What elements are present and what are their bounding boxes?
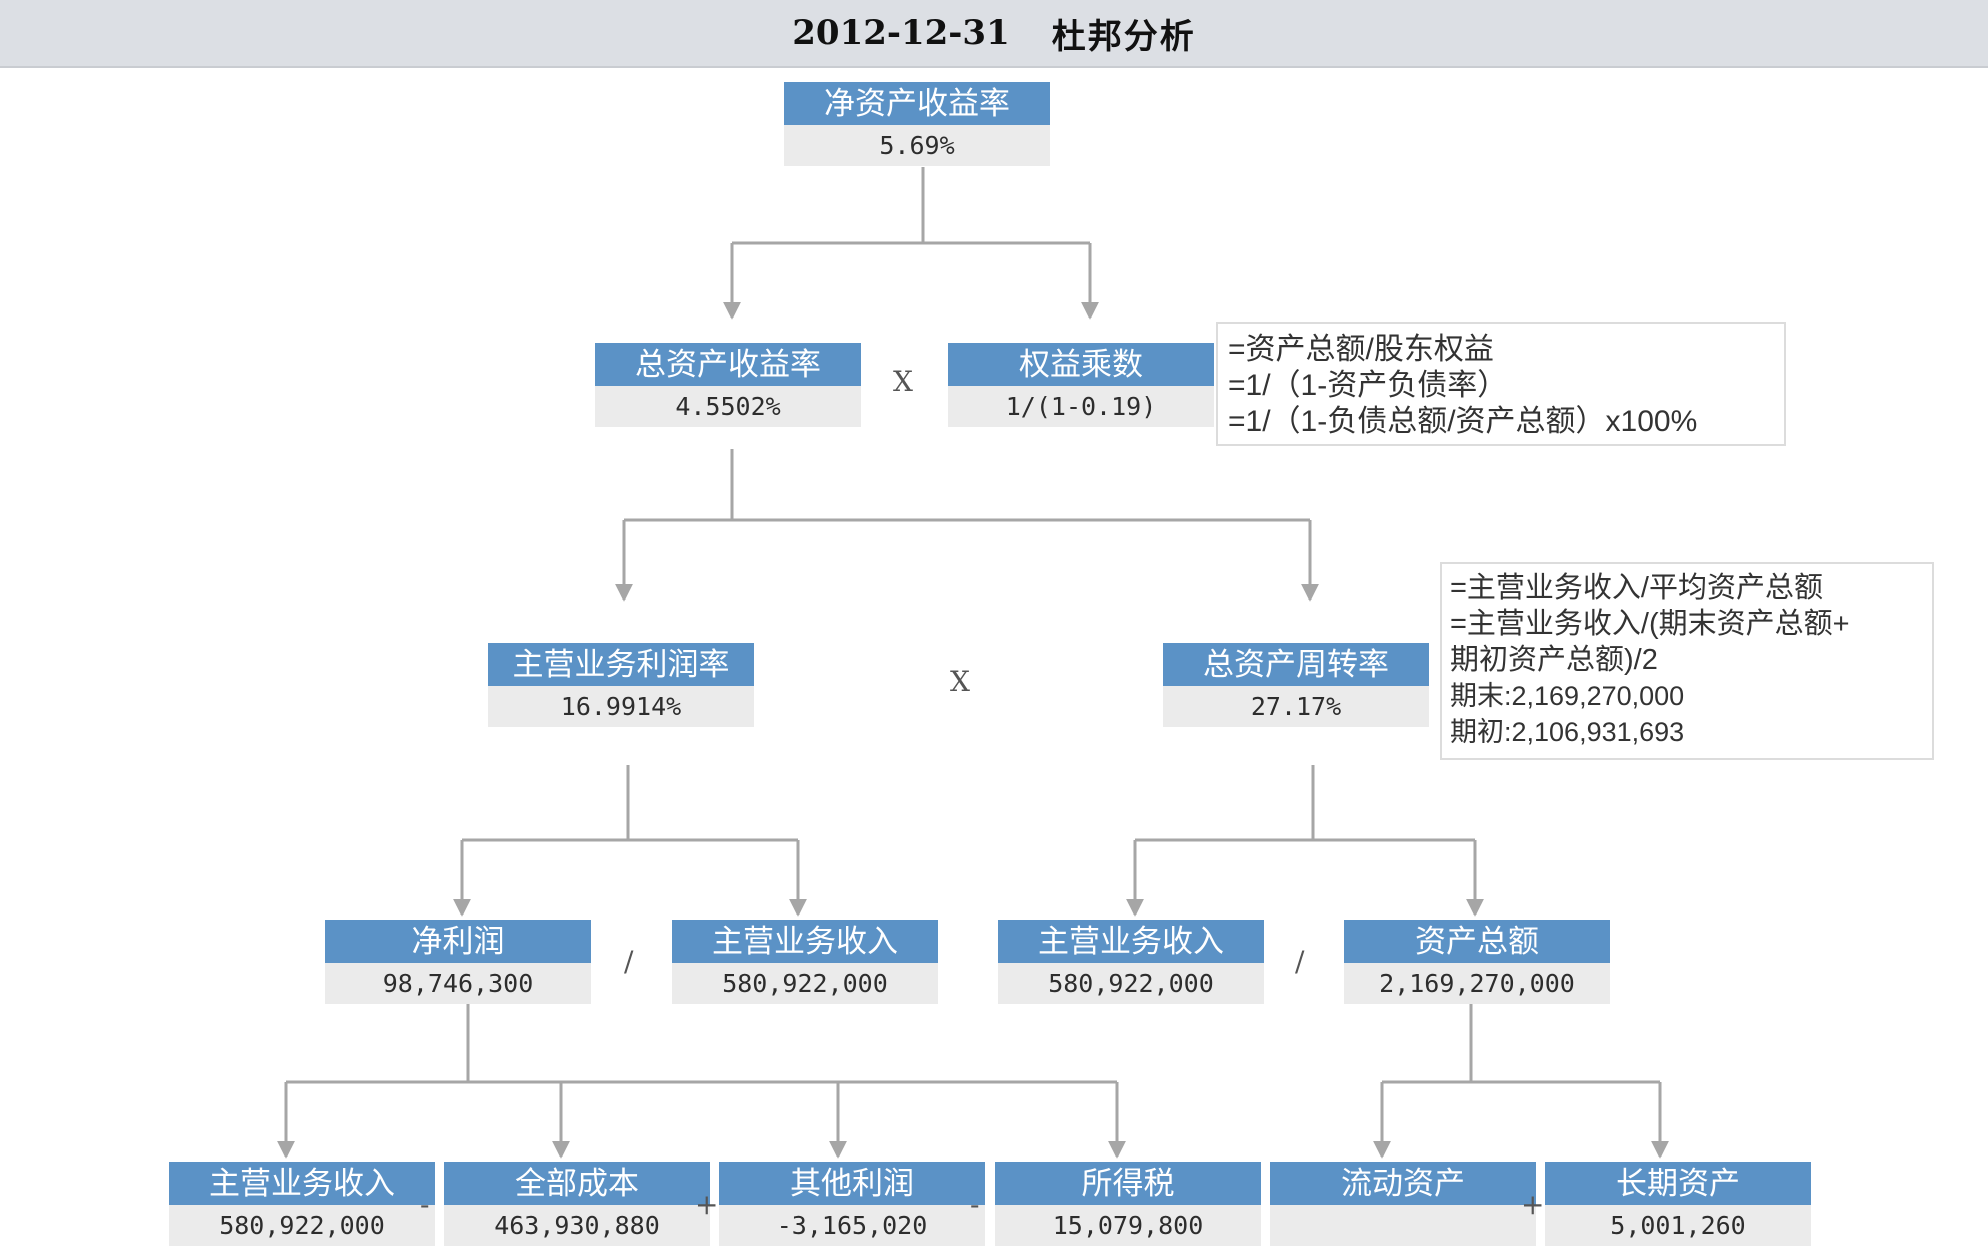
node-rev3-value: 580,922,000 (169, 1205, 435, 1246)
node-ca-label: 流动资产 (1270, 1162, 1536, 1205)
note-tat-line: 期末:2,169,270,000 (1450, 681, 1685, 711)
note-tat-line: 期初:2,106,931,693 (1450, 717, 1685, 747)
node-equity-multiplier: 权益乘数 1/(1-0.19) (948, 343, 1214, 427)
note-em-line: =1/（1-资产负债率） (1228, 369, 1508, 402)
node-total-asset-turnover: 总资产周转率 27.17% (1163, 643, 1429, 727)
node-npm-label: 主营业务利润率 (488, 643, 754, 686)
node-em-label: 权益乘数 (948, 343, 1214, 386)
node-rev2-label: 主营业务收入 (998, 920, 1264, 963)
node-revenue: 主营业务收入 580,922,000 (998, 920, 1264, 1004)
node-ta-label: 资产总额 (1344, 920, 1610, 963)
node-np-label: 净利润 (325, 920, 591, 963)
operator-minus: - (420, 1188, 430, 1221)
note-asset-turnover: =主营业务收入/平均资产总额 =主营业务收入/(期末资产总额+ 期初资产总额)/… (1440, 562, 1934, 760)
node-revenue: 主营业务收入 580,922,000 (169, 1162, 435, 1246)
node-cost-value: 463,930,880 (444, 1205, 710, 1246)
operator-multiply: X (893, 365, 913, 398)
node-revenue: 主营业务收入 580,922,000 (672, 920, 938, 1004)
report-date: 2012-12-31 (792, 13, 1010, 53)
node-np-value: 98,746,300 (325, 963, 591, 1004)
node-total-cost: 全部成本 463,930,880 (444, 1162, 710, 1246)
node-npm-value: 16.9914% (488, 686, 754, 727)
note-tat-line: =主营业务收入/平均资产总额 (1450, 572, 1823, 604)
node-current-assets: 流动资产 (1270, 1162, 1536, 1246)
node-roe-value: 5.69% (784, 125, 1050, 166)
node-net-profit: 净利润 98,746,300 (325, 920, 591, 1004)
node-oth-label: 其他利润 (719, 1162, 985, 1205)
node-roa-label: 总资产收益率 (595, 343, 861, 386)
note-tat-line: 期初资产总额)/2 (1450, 644, 1658, 676)
operator-plus: + (1521, 1188, 1545, 1221)
node-rev2-value: 580,922,000 (998, 963, 1264, 1004)
node-oth-value: -3,165,020 (719, 1205, 985, 1246)
node-other-profit: 其他利润 -3,165,020 (719, 1162, 985, 1246)
node-cost-label: 全部成本 (444, 1162, 710, 1205)
operator-divide: / (1295, 945, 1305, 978)
node-net-profit-margin: 主营业务利润率 16.9914% (488, 643, 754, 727)
node-ta-value: 2,169,270,000 (1344, 963, 1610, 1004)
node-ca-value (1270, 1205, 1536, 1246)
node-roe: 净资产收益率 5.69% (784, 82, 1050, 166)
note-em-line: =1/（1-负债总额/资产总额）x100% (1228, 405, 1698, 438)
node-roa-value: 4.5502% (595, 386, 861, 427)
node-rev1-label: 主营业务收入 (672, 920, 938, 963)
node-tax-value: 15,079,800 (995, 1205, 1261, 1246)
node-total-assets: 资产总额 2,169,270,000 (1344, 920, 1610, 1004)
title-bar: 2012-12-31 杜邦分析 (0, 0, 1988, 68)
node-tat-value: 27.17% (1163, 686, 1429, 727)
node-income-tax: 所得税 15,079,800 (995, 1162, 1261, 1246)
page-title: 杜邦分析 (1051, 16, 1196, 57)
node-rev1-value: 580,922,000 (672, 963, 938, 1004)
node-tat-label: 总资产周转率 (1163, 643, 1429, 686)
node-la-value: 5,001,260 (1545, 1205, 1811, 1246)
node-rev3-label: 主营业务收入 (169, 1162, 435, 1205)
operator-divide: / (624, 945, 634, 978)
note-tat-line: =主营业务收入/(期末资产总额+ (1450, 608, 1850, 640)
note-equity-multiplier: =资产总额/股东权益 =1/（1-资产负债率） =1/（1-负债总额/资产总额）… (1216, 322, 1786, 446)
node-la-label: 长期资产 (1545, 1162, 1811, 1205)
node-em-value: 1/(1-0.19) (948, 386, 1214, 427)
operator-minus: - (970, 1188, 980, 1221)
node-long-term-assets: 长期资产 5,001,260 (1545, 1162, 1811, 1246)
node-roe-label: 净资产收益率 (784, 82, 1050, 125)
note-em-line: =资产总额/股东权益 (1228, 333, 1494, 366)
node-tax-label: 所得税 (995, 1162, 1261, 1205)
operator-multiply: X (950, 665, 970, 698)
operator-plus: + (695, 1188, 719, 1221)
node-roa: 总资产收益率 4.5502% (595, 343, 861, 427)
